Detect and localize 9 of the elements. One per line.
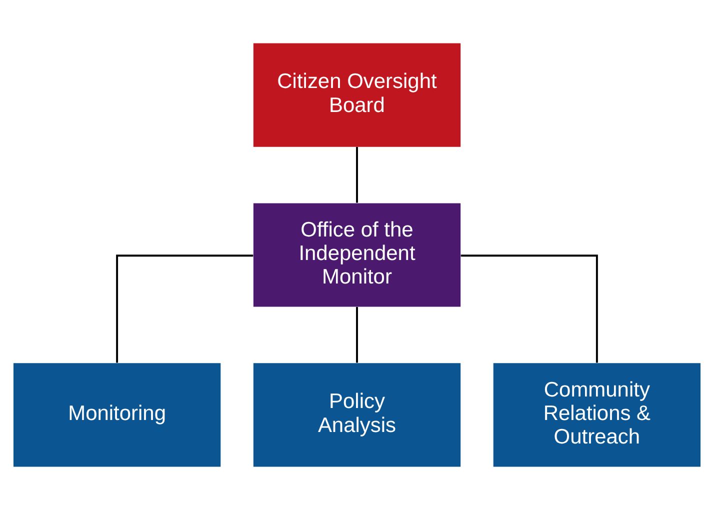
connector [460, 254, 598, 363]
node-box: Monitoring [13, 363, 221, 467]
connector [356, 306, 358, 363]
connector [116, 254, 254, 363]
node-box: Citizen Oversight Board [253, 43, 461, 147]
node-box: Community Relations & Outreach [493, 363, 701, 467]
node-box: Policy Analysis [253, 363, 461, 467]
node-box: Office of the Independent Monitor [253, 203, 461, 307]
connector [356, 146, 358, 203]
